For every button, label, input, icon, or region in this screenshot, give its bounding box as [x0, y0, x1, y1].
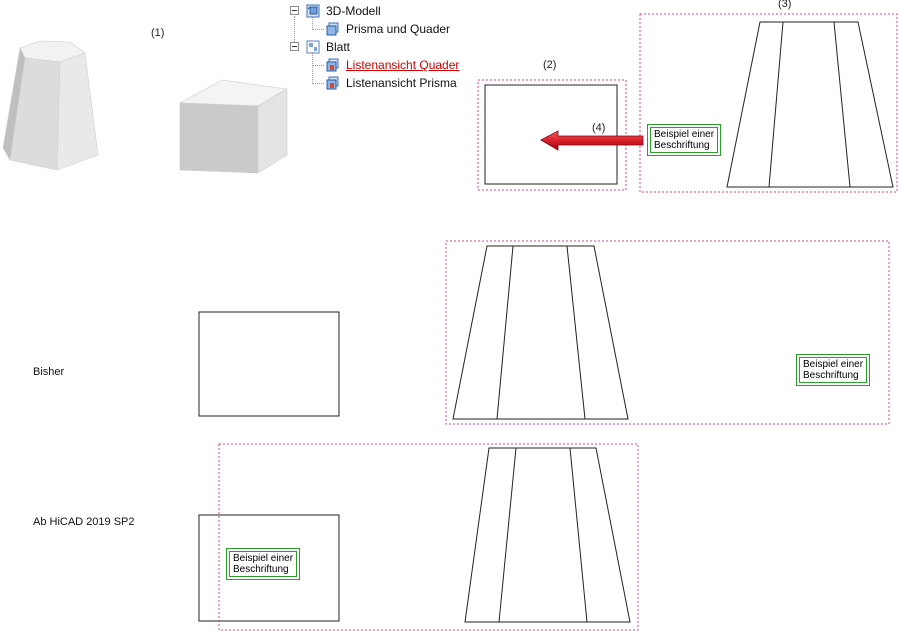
- caption-box-bisher[interactable]: Beispiel einer Beschriftung: [796, 354, 871, 386]
- caption-line-2: Beschriftung: [233, 564, 289, 575]
- view-frame-bisher[interactable]: [445, 240, 890, 425]
- prism-view-new: [464, 447, 631, 623]
- view-frame-new[interactable]: [218, 443, 639, 631]
- label-3: (3): [778, 0, 792, 10]
- sheet-icon: [306, 40, 320, 54]
- caption-line-1: Beispiel einer: [233, 553, 294, 564]
- move-arrow-icon: [540, 130, 644, 151]
- view-rectangle-new: [198, 514, 340, 622]
- collapse-icon[interactable]: [290, 6, 299, 15]
- tree-item-label: 3D-Modell: [326, 4, 381, 18]
- label-4: (4): [592, 122, 606, 134]
- caption-line-1: Beispiel einer: [654, 129, 715, 140]
- caption-box-new[interactable]: Beispiel einer Beschriftung: [226, 548, 301, 580]
- label-ab-hicad: Ab HiCAD 2019 SP2: [33, 516, 135, 528]
- caption-box-top[interactable]: Beispiel einer Beschriftung: [647, 124, 722, 156]
- 3d-model-icon: [306, 4, 320, 18]
- view-rectangle-bisher: [198, 311, 340, 417]
- tree-item-label: Listenansicht Prisma: [346, 76, 457, 90]
- label-2: (2): [543, 59, 557, 71]
- tree-item-label: Blatt: [326, 40, 351, 54]
- view-frame-2[interactable]: [477, 79, 627, 191]
- list-view-icon: [326, 58, 340, 72]
- collapse-icon[interactable]: [290, 42, 299, 51]
- list-view-icon: [326, 76, 340, 90]
- caption-line-2: Beschriftung: [654, 140, 710, 151]
- prism-view-top: [726, 21, 894, 188]
- view-frame-3[interactable]: [639, 13, 898, 193]
- prism-3d-model: [2, 40, 99, 171]
- tree-item-label: Listenansicht Quader: [346, 58, 460, 72]
- part-icon: [326, 22, 340, 36]
- caption-line-2: Beschriftung: [803, 370, 859, 381]
- view-rectangle-2: [484, 84, 618, 185]
- caption-line-1: Beispiel einer: [803, 359, 864, 370]
- tree-item-label: Prisma und Quader: [346, 22, 451, 36]
- prism-view-bisher: [452, 245, 629, 420]
- label-1: (1): [151, 27, 165, 39]
- cuboid-3d-model: [178, 79, 289, 174]
- label-bisher: Bisher: [33, 366, 65, 378]
